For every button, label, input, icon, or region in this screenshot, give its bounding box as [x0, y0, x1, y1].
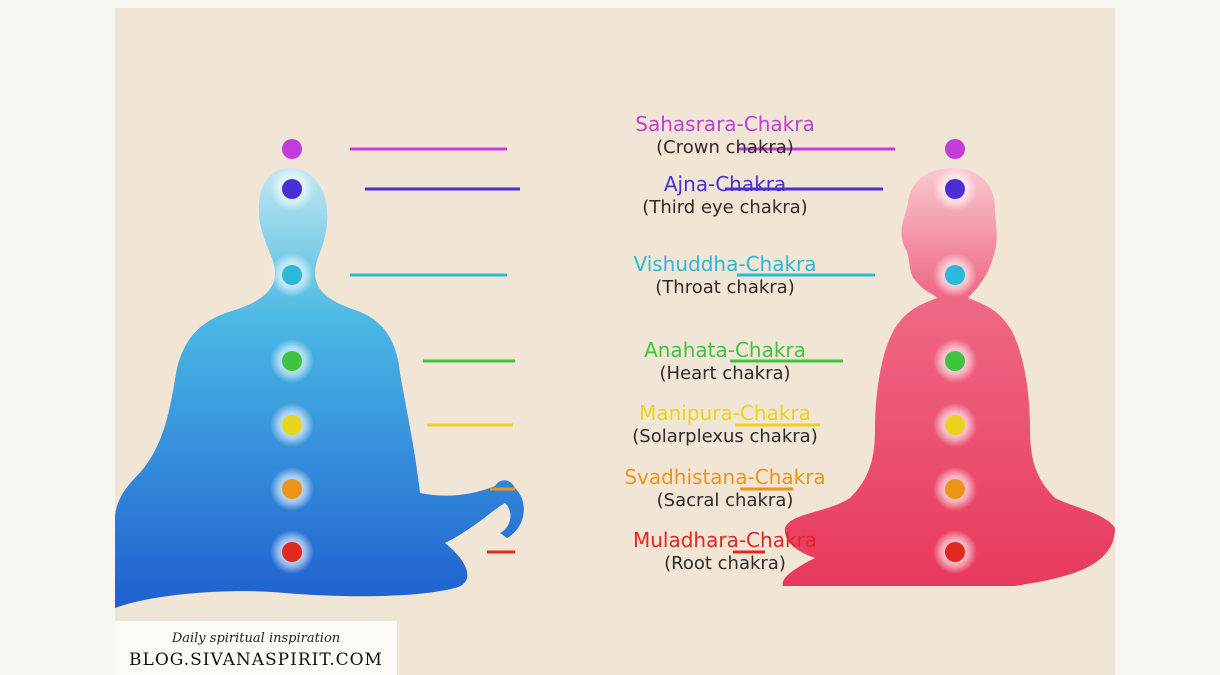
chakra-dot-manipura-right: [945, 415, 965, 435]
chakra-name: Muladhara-Chakra: [515, 528, 935, 552]
watermark: Daily spiritual inspiration BLOG.SIVANAS…: [115, 621, 397, 675]
chakra-dot-ajna-right: [945, 179, 965, 199]
chakra-label-ajna: Ajna-Chakra (Third eye chakra): [515, 172, 935, 220]
chakra-dot-muladhara-left: [282, 542, 302, 562]
chakra-subtitle: (Throat chakra): [515, 276, 935, 300]
chakra-label-svadhistana: Svadhistana-Chakra (Sacral chakra): [515, 465, 935, 513]
chakra-name: Anahata-Chakra: [515, 338, 935, 362]
chakra-subtitle: (Solarplexus chakra): [515, 425, 935, 449]
watermark-site: BLOG.SIVANASPIRIT.COM: [115, 650, 397, 670]
chakra-dot-svadhistana-left: [282, 479, 302, 499]
chakra-dot-vishuddha-right: [945, 265, 965, 285]
left-figure: [115, 168, 524, 608]
chakra-dot-sahasrara-left: [282, 139, 302, 159]
chakra-subtitle: (Third eye chakra): [515, 196, 935, 220]
poster: Sahasrara-Chakra (Crown chakra) Ajna-Cha…: [115, 8, 1115, 675]
chakra-dot-svadhistana-right: [945, 479, 965, 499]
chakra-name: Vishuddha-Chakra: [515, 252, 935, 276]
chakra-subtitle: (Sacral chakra): [515, 489, 935, 513]
chakra-dot-anahata-left: [282, 351, 302, 371]
chakra-label-manipura: Manipura-Chakra (Solarplexus chakra): [515, 401, 935, 449]
chakra-dot-sahasrara-right: [945, 139, 965, 159]
chakra-dot-anahata-right: [945, 351, 965, 371]
chakra-label-anahata: Anahata-Chakra (Heart chakra): [515, 338, 935, 386]
chakra-subtitle: (Heart chakra): [515, 362, 935, 386]
chakra-dot-vishuddha-left: [282, 265, 302, 285]
chakra-subtitle: (Crown chakra): [515, 136, 935, 160]
chakra-dot-ajna-left: [282, 179, 302, 199]
chakra-name: Svadhistana-Chakra: [515, 465, 935, 489]
chakra-name: Ajna-Chakra: [515, 172, 935, 196]
chakra-label-muladhara: Muladhara-Chakra (Root chakra): [515, 528, 935, 576]
chakra-name: Manipura-Chakra: [515, 401, 935, 425]
chakra-name: Sahasrara-Chakra: [515, 112, 935, 136]
watermark-tagline: Daily spiritual inspiration: [115, 631, 397, 646]
chakra-subtitle: (Root chakra): [515, 552, 935, 576]
chakra-dot-muladhara-right: [945, 542, 965, 562]
chakra-label-sahasrara: Sahasrara-Chakra (Crown chakra): [515, 112, 935, 160]
chakra-dot-manipura-left: [282, 415, 302, 435]
chakra-label-vishuddha: Vishuddha-Chakra (Throat chakra): [515, 252, 935, 300]
